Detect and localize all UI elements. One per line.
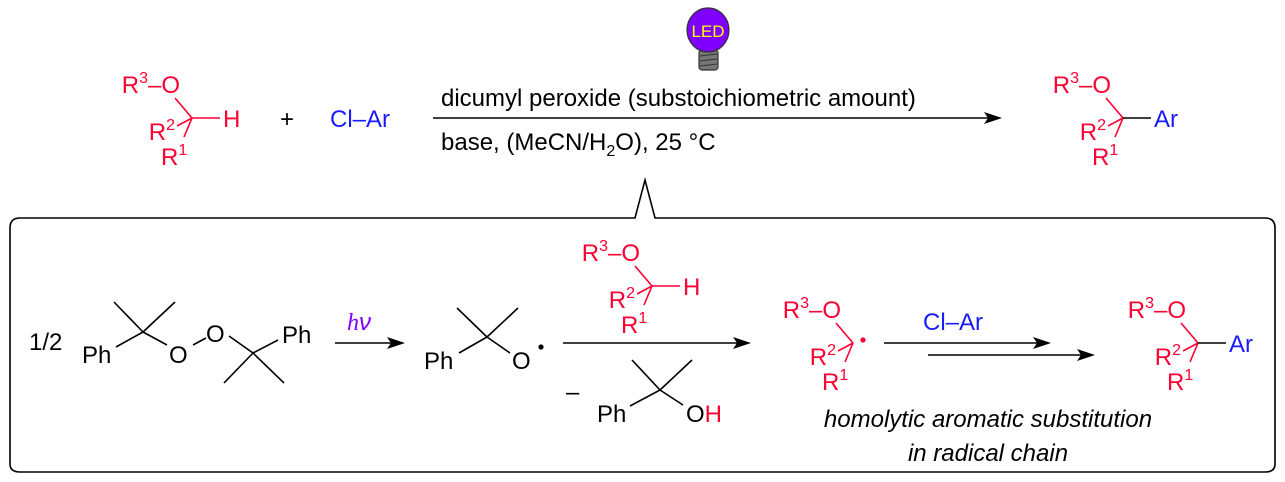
caption-line1: homolytic aromatic substitution <box>824 406 1152 433</box>
hydrogen-label: H <box>683 274 700 301</box>
led-bulb-icon: LED <box>686 7 730 71</box>
r1-label: R1 <box>822 367 848 396</box>
svg-text:O: O <box>206 321 225 348</box>
r1-label: R1 <box>621 310 647 339</box>
bond <box>176 117 193 127</box>
bond <box>643 285 653 306</box>
led-label: LED <box>691 22 724 41</box>
svg-text:O: O <box>512 348 531 375</box>
radical-dot <box>860 337 866 343</box>
r3-o-label: R3–O <box>783 295 841 324</box>
svg-text:Ph: Ph <box>424 348 453 375</box>
bond <box>636 285 653 295</box>
step-reagent-cl-ar: Cl–Ar <box>923 309 983 336</box>
conditions-line2: base, (MeCN/H2O), 25 °C <box>441 129 716 160</box>
arrow-head <box>1033 337 1051 349</box>
bond <box>183 117 193 138</box>
aryl-label: Ar <box>1229 331 1253 358</box>
light-hv-label: hν <box>347 309 371 336</box>
bond <box>844 342 854 363</box>
cumyloxyl-radical: Ph O <box>424 307 544 375</box>
r3-o-label: R3–O <box>122 70 180 99</box>
bond <box>1182 342 1199 352</box>
r2-label: R2 <box>609 285 635 314</box>
arrow-head <box>733 337 751 349</box>
aryl-label: Ar <box>1154 106 1178 133</box>
bond <box>835 322 854 344</box>
r2-label: R2 <box>810 342 836 371</box>
r1-label: R1 <box>1092 142 1118 171</box>
minus-sign: – <box>566 379 580 406</box>
bond <box>174 97 193 119</box>
r3-o-label: R3–O <box>1053 70 1111 99</box>
plus-sign: + <box>280 106 294 133</box>
r1-label: R1 <box>1167 367 1193 396</box>
bond <box>837 342 854 352</box>
conditions-line1: dicumyl peroxide (substoichiometric amou… <box>441 85 916 112</box>
caption-line2: in radical chain <box>908 440 1068 467</box>
arrow-head <box>984 112 1002 124</box>
svg-text:Ph: Ph <box>82 342 111 369</box>
svg-text:O: O <box>169 342 188 369</box>
chloroarene: Cl–Ar <box>330 106 390 133</box>
r2-label: R2 <box>149 117 175 146</box>
stoichiometry-half: 1/2 <box>29 329 62 356</box>
bond <box>1105 97 1124 119</box>
svg-text:Ph: Ph <box>597 401 626 428</box>
bond <box>1180 322 1199 344</box>
arrow-head <box>387 337 405 349</box>
svg-text:OH: OH <box>686 401 722 428</box>
r2-label: R2 <box>1080 117 1106 146</box>
dicumyl-peroxide: Ph O O Ph <box>82 301 311 384</box>
hydrogen-label: H <box>223 106 240 133</box>
bond <box>1114 117 1124 138</box>
bond <box>1189 342 1199 363</box>
bond <box>634 265 653 287</box>
r1-label: R1 <box>161 142 187 171</box>
mechanism-box <box>9 176 1276 473</box>
cumyl-alcohol-byproduct: Ph OH <box>597 359 722 428</box>
r2-label: R2 <box>1155 342 1181 371</box>
bond <box>1107 117 1124 127</box>
r3-o-label: R3–O <box>582 238 640 267</box>
svg-text:Ph: Ph <box>282 322 311 349</box>
arrow-head <box>1077 349 1095 361</box>
r3-o-label: R3–O <box>1128 295 1186 324</box>
